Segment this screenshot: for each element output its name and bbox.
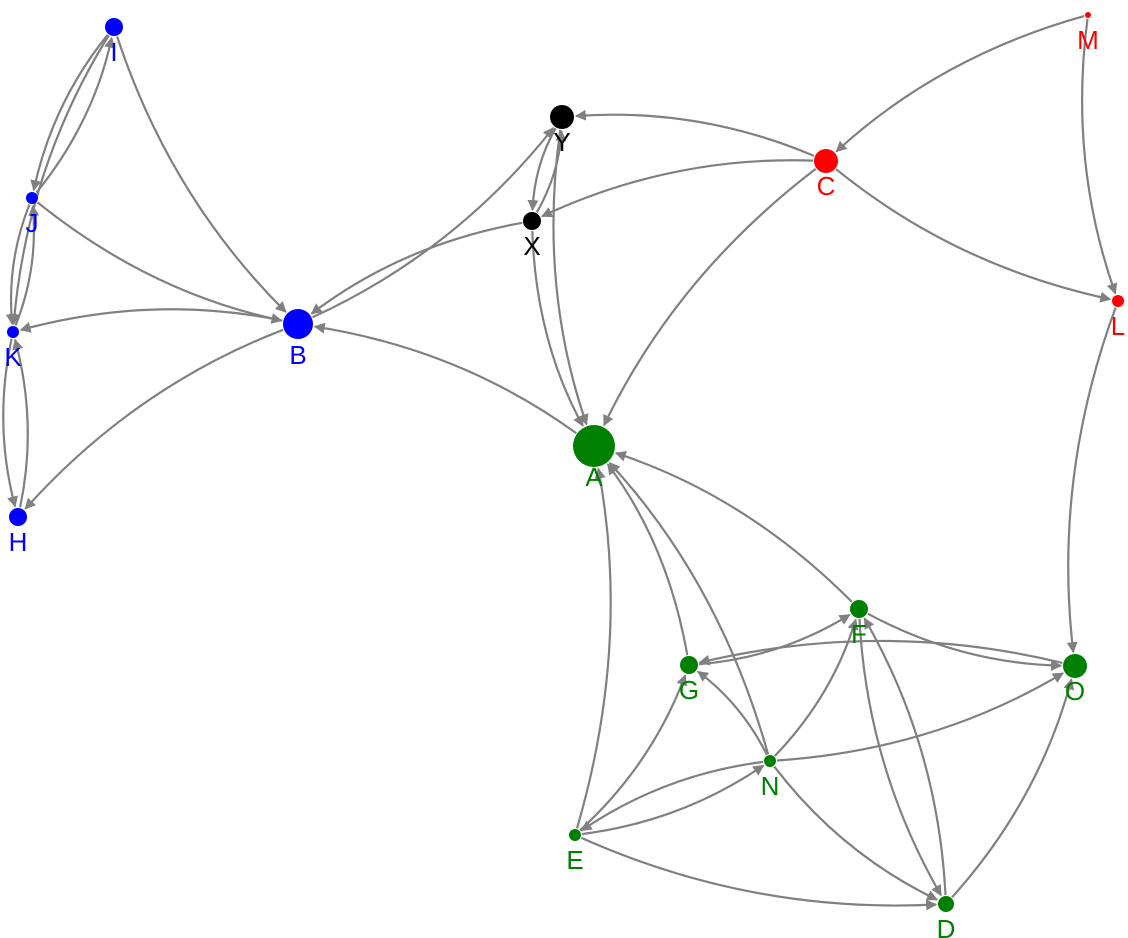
edge-F-O (867, 612, 1063, 671)
edge-C-Y (574, 109, 815, 157)
node-G[interactable] (680, 656, 698, 674)
edge-X-B (310, 221, 523, 315)
node-M[interactable] (1085, 12, 1091, 18)
node-X[interactable] (523, 212, 541, 230)
edge-O-G (698, 639, 1063, 666)
edge-F-A (614, 450, 853, 603)
node-C[interactable] (814, 149, 838, 173)
edge-H-K (12, 338, 29, 508)
node-label-Y: Y (553, 127, 570, 157)
node-B[interactable] (283, 309, 313, 339)
node-label-D: D (937, 914, 956, 938)
edge-A-B (313, 322, 577, 434)
edge-K-H (2, 338, 18, 508)
edge-I-K (9, 34, 110, 326)
edge-I-B (116, 36, 287, 313)
node-D[interactable] (938, 896, 954, 912)
edge-X-Y (535, 129, 567, 213)
edge-D-F (863, 617, 947, 896)
edge-N-G (697, 670, 768, 756)
edge-K-J (14, 204, 40, 326)
edge-layer (2, 15, 1118, 911)
node-label-N: N (761, 771, 780, 801)
edge-D-O (951, 678, 1075, 899)
edge-M-C (835, 15, 1085, 153)
edge-J-I (35, 36, 115, 194)
node-I[interactable] (105, 18, 123, 36)
node-label-A: A (585, 462, 603, 492)
node-F[interactable] (850, 600, 868, 618)
edge-J-B (36, 201, 283, 324)
edge-Y-X (527, 127, 557, 212)
edge-N-F (774, 618, 859, 757)
node-label-M: M (1077, 25, 1099, 55)
edge-E-A (575, 467, 612, 829)
node-H[interactable] (9, 508, 27, 526)
node-layer (7, 12, 1124, 912)
edge-C-L (835, 168, 1112, 303)
node-label-G: G (679, 675, 699, 705)
edge-N-E (580, 760, 764, 832)
node-Y[interactable] (550, 105, 574, 129)
node-K[interactable] (7, 326, 19, 338)
edge-E-G (579, 674, 687, 832)
node-N[interactable] (764, 755, 776, 767)
node-label-B: B (289, 340, 306, 370)
node-label-O: O (1065, 676, 1085, 706)
node-label-F: F (851, 619, 867, 649)
node-O[interactable] (1063, 654, 1087, 678)
node-label-K: K (4, 342, 22, 372)
edge-G-A (606, 463, 689, 656)
edge-M-L (1080, 18, 1118, 295)
edge-N-A (608, 462, 770, 755)
node-label-X: X (523, 231, 540, 261)
edge-X-A (531, 230, 584, 427)
node-label-L: L (1111, 311, 1125, 341)
node-label-E: E (566, 845, 583, 875)
node-label-C: C (817, 171, 836, 201)
node-J[interactable] (26, 192, 38, 204)
edge-J-K (5, 204, 31, 326)
edge-B-H (24, 328, 284, 510)
edge-N-D (773, 765, 938, 901)
label-layer: A B C D E F G H I J K L M N O X Y (4, 25, 1125, 938)
node-A[interactable] (573, 425, 615, 467)
edge-Y-A (552, 129, 589, 426)
edge-F-D (858, 618, 942, 897)
node-label-I: I (110, 37, 117, 67)
edge-B-Y (312, 127, 555, 319)
node-E[interactable] (569, 829, 581, 841)
edge-E-D (580, 836, 938, 911)
node-label-J: J (26, 208, 39, 238)
edge-I-J (30, 34, 109, 192)
node-label-H: H (9, 527, 28, 557)
edge-C-X (541, 159, 814, 218)
edge-L-O (1066, 307, 1117, 654)
edge-N-O (776, 672, 1064, 762)
node-L[interactable] (1112, 295, 1124, 307)
edge-E-N (581, 764, 765, 836)
edge-C-A (603, 168, 817, 427)
edge-B-K (19, 308, 283, 333)
